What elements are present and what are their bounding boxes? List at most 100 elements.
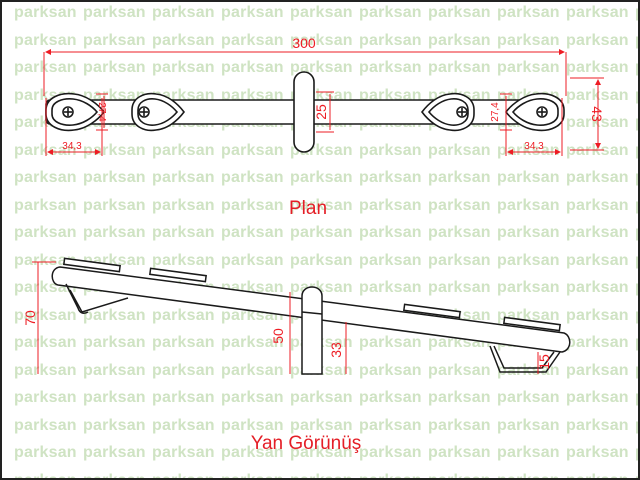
watermark-text: parksan [152, 334, 215, 351]
watermark-text: parksan [359, 251, 422, 269]
label-pivot-height: 50 [270, 328, 286, 344]
label-height: 70 [22, 310, 38, 326]
watermark-text: parksan [14, 169, 77, 186]
watermark-text: parksan [83, 169, 146, 186]
watermark-text: parksan [14, 251, 77, 269]
watermark-text: parksan [566, 444, 629, 461]
watermark-text: parksan [152, 389, 215, 406]
watermark-text: parksan [497, 471, 560, 480]
watermark-text: parksan [428, 4, 491, 21]
watermark-text: parksan [14, 334, 77, 351]
watermark-text: parksan [428, 59, 491, 76]
watermark-text: parksan [359, 59, 422, 76]
watermark-text: parksan [497, 416, 560, 434]
watermark-text: parksan [635, 32, 640, 50]
watermark-text: parksan [428, 416, 491, 434]
watermark-text: parksan [152, 471, 215, 480]
watermark-text: parksan [83, 306, 146, 324]
watermark-text: parksan [152, 224, 215, 241]
watermark-text: parksan [221, 471, 284, 480]
label-post-height: 33 [328, 342, 344, 358]
watermark-text: parksan [635, 224, 640, 242]
watermark-text: parksan [83, 389, 146, 406]
watermark-text: parksan [14, 389, 77, 406]
watermark-text: parksan [152, 306, 215, 324]
watermark-text: parksan [221, 31, 284, 49]
watermark-text: parksan [635, 334, 640, 352]
watermark-text: parksan [290, 224, 353, 241]
watermark-text: parksan [566, 389, 629, 406]
watermark-text: parksan [290, 416, 353, 434]
watermark-text: parksan [359, 196, 422, 214]
watermark-text: parksan [152, 361, 215, 379]
watermark-text: parksan [497, 31, 560, 49]
watermark-text: parksan [359, 416, 422, 434]
watermark-text: parksan [221, 4, 284, 21]
plan-view [45, 71, 565, 153]
watermark-text: parksan [359, 389, 422, 406]
watermark-text: parksan [635, 279, 640, 297]
side-seat-pad-3 [403, 303, 461, 319]
watermark-text: parksan [359, 444, 422, 461]
label-seat-right-width: 34,3 [524, 141, 544, 152]
plan-seat-left-outer [45, 92, 106, 132]
watermark-text: parksan [635, 389, 640, 407]
watermark-text: parksan [635, 4, 640, 22]
plan-seat-right-inner [420, 92, 475, 132]
watermark-text: parksan [152, 444, 215, 461]
watermark-text: parksan [152, 59, 215, 76]
plan-center-handle [293, 71, 315, 153]
watermark-text: parksan [221, 334, 284, 351]
watermark-text: parksan [359, 224, 422, 241]
side-foot-left [65, 283, 129, 314]
watermark-text: parksan [566, 4, 629, 21]
watermark-text: parksan [359, 4, 422, 21]
label-total-width: 43 [589, 106, 605, 122]
watermark-text: parksan [635, 472, 640, 480]
watermark-text: parksan [221, 416, 284, 434]
watermark-text: parksan [428, 389, 491, 406]
watermark-text: parksan [359, 279, 422, 296]
watermark-text: parksan [83, 416, 146, 434]
watermark-text: parksan [14, 416, 77, 434]
watermark-text: parksan [635, 114, 640, 132]
watermark-text: parksan [14, 471, 77, 480]
watermark-text: parksan [635, 169, 640, 187]
watermark-text: parksan [14, 444, 77, 461]
label-handle-width: 25 [313, 104, 329, 120]
watermark-text: parksan [359, 361, 422, 379]
watermark-text: parksan [428, 31, 491, 49]
watermark-text: parksan [566, 361, 629, 379]
watermark-text: parksan [83, 224, 146, 241]
plan-seat-left-inner [131, 92, 186, 132]
watermark-text: parksan [428, 141, 491, 159]
watermark-text: parksan [428, 169, 491, 186]
watermark-text: parksan [566, 31, 629, 49]
watermark-text: parksan [14, 361, 77, 379]
side-seat-pad-2 [149, 267, 207, 283]
watermark-text: parksan [221, 169, 284, 186]
label-seat-left-depth: 27,4 [96, 102, 107, 122]
watermark-text: parksan [566, 251, 629, 269]
label-foot-height: 15 [536, 354, 552, 370]
watermark-text: parksan [497, 196, 560, 214]
watermark-text: parksan [83, 4, 146, 21]
watermark-text: parksan [290, 251, 353, 269]
watermark-text: parksan [428, 279, 491, 296]
watermark-text: parksan [635, 444, 640, 462]
side-view-caption: Yan Görünüş [251, 433, 362, 454]
watermark-text: parksan [359, 334, 422, 351]
watermark-text: parksan [359, 471, 422, 480]
watermark-text: parksan [221, 224, 284, 241]
watermark-text: parksan [635, 252, 640, 270]
watermark-text: parksan [428, 471, 491, 480]
side-dimensions [32, 261, 539, 374]
watermark-text: parksan [14, 224, 77, 241]
watermark-text: parksan [83, 444, 146, 461]
side-foot-right [489, 345, 561, 373]
watermark-text: parksan [635, 362, 640, 380]
plan-seat-right-outer [504, 92, 565, 132]
watermark-text: parksan [566, 59, 629, 76]
